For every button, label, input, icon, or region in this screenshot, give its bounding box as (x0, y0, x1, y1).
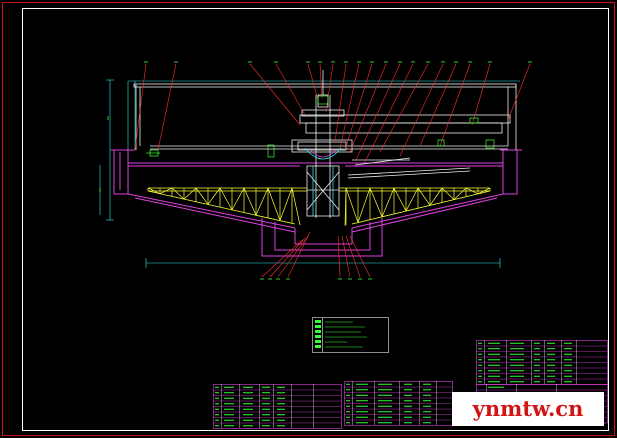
bridge-structure (133, 70, 517, 218)
scraper-truss (147, 187, 491, 225)
watermark-background (452, 392, 604, 426)
fittings (146, 95, 495, 158)
parts-table-2 (344, 381, 453, 426)
parts-table-3 (476, 340, 608, 385)
tank-structure (112, 149, 522, 257)
truss-webbing (147, 187, 491, 226)
technical-notes (312, 317, 389, 353)
dimension-lines (99, 79, 520, 268)
center-well (304, 147, 342, 217)
leader-lines (134, 63, 531, 278)
inner-frame (22, 8, 609, 431)
balloon-marks (99, 61, 532, 280)
watermark-text: ynmtw.cn (472, 396, 584, 421)
parts-table-1 (213, 384, 342, 429)
clarifier-elevation (99, 61, 532, 280)
